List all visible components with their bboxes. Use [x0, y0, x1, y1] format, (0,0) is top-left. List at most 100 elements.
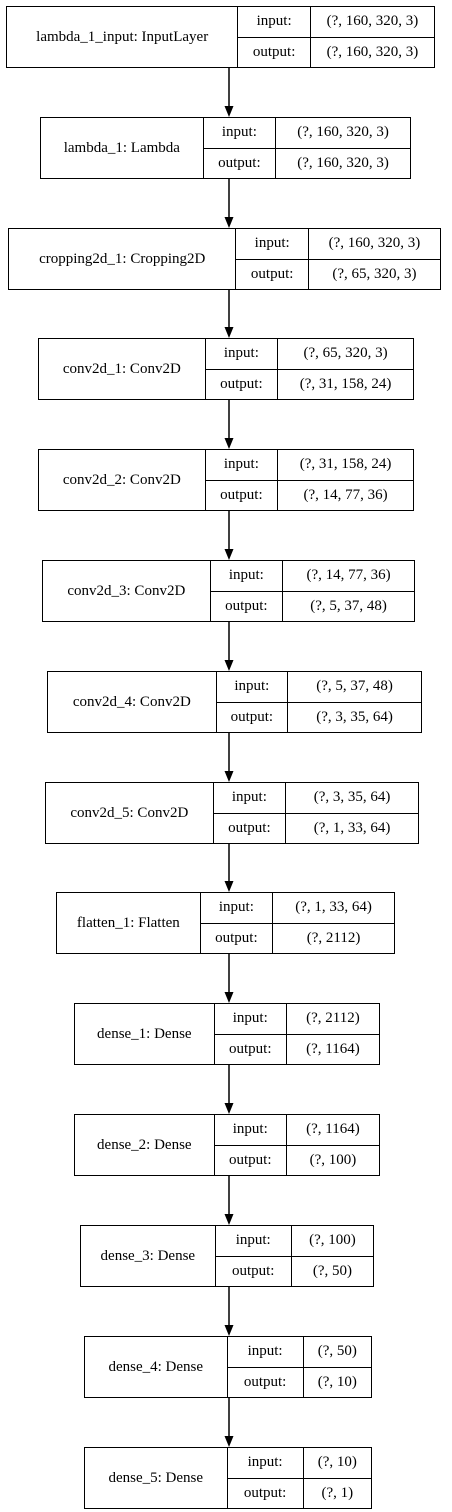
output-label: output: [220, 486, 263, 503]
output-shape: (?, 160, 320, 3) [326, 43, 419, 60]
output-label: output: [228, 819, 271, 836]
input-label: input: [227, 1448, 303, 1479]
shape-labels: input: output: [227, 1337, 304, 1397]
arrowhead-icon [224, 549, 234, 560]
layer-name: conv2d_5: Conv2D [46, 783, 214, 843]
output-shape: (?, 160, 320, 3) [297, 154, 389, 171]
input-label: input: [215, 1226, 291, 1257]
shape-labels: input: output: [213, 783, 287, 843]
output-label: output: [215, 929, 258, 946]
arrowhead-icon [224, 438, 234, 449]
arrowhead-icon [224, 771, 234, 782]
output-label: output: [243, 1373, 287, 1390]
shape-values: (?, 1, 33, 64)(?, 2112) [273, 893, 394, 953]
shape-labels: input: output: [214, 1004, 287, 1064]
input-shape: (?, 160, 320, 3) [308, 229, 440, 260]
input-label: input: [205, 339, 278, 370]
input-shape: (?, 10) [303, 1448, 371, 1479]
shape-labels: input: output: [205, 339, 279, 399]
input-shape: (?, 31, 158, 24) [278, 450, 413, 481]
shape-values: (?, 31, 158, 24) (?, 14, 77, 36) [278, 450, 413, 510]
arrowhead-icon [224, 1325, 234, 1336]
arrowhead-icon [224, 992, 234, 1003]
shape-values: (?, 1164) (?, 100) [286, 1115, 379, 1175]
input-shape: (?, 1164) [286, 1115, 379, 1146]
shape-labels: input:output: [203, 118, 277, 178]
input-label: input: [214, 1115, 286, 1146]
output-shape: (?, 100) [309, 1151, 357, 1168]
output-label: output: [250, 265, 294, 282]
layer-name: dense_1: Dense [75, 1004, 215, 1064]
output-label: output: [229, 1151, 272, 1168]
input-shape: (?, 50) [303, 1337, 371, 1368]
arrowhead-icon [224, 106, 234, 117]
output-label: output: [225, 597, 268, 614]
shape-values: (?, 160, 320, 3)(?, 160, 320, 3) [276, 118, 410, 178]
arrowhead-icon [224, 1436, 234, 1447]
output-shape: (?, 14, 77, 36) [303, 486, 388, 503]
shape-values: (?, 5, 37, 48) (?, 3, 35, 64) [288, 672, 421, 732]
output-shape: (?, 5, 37, 48) [310, 597, 387, 614]
input-shape: (?, 2112) [286, 1004, 379, 1035]
input-shape: (?, 5, 37, 48) [288, 672, 421, 703]
output-label: output: [243, 1484, 287, 1501]
input-shape: (?, 100) [291, 1226, 373, 1257]
output-label: output: [220, 375, 263, 392]
input-label: input: [227, 1337, 303, 1368]
shape-values: (?, 160, 320, 3)(?, 65, 320, 3) [308, 229, 440, 289]
output-shape: (?, 3, 35, 64) [316, 708, 393, 725]
shape-labels: input: output: [214, 1115, 287, 1175]
input-label: input: [210, 561, 283, 592]
layer-name: dense_5: Dense [85, 1448, 228, 1508]
input-shape: (?, 65, 320, 3) [278, 339, 413, 370]
layer-name: dense_4: Dense [85, 1337, 228, 1397]
output-shape: (?, 31, 158, 24) [299, 375, 392, 392]
input-label: input: [238, 7, 310, 38]
layer-name: conv2d_2: Conv2D [39, 450, 206, 510]
output-shape: (?, 10) [317, 1373, 357, 1390]
output-shape: (?, 1, 33, 64) [313, 819, 391, 836]
shape-values: (?, 160, 320, 3)(?, 160, 320, 3) [310, 7, 434, 67]
input-label: input: [236, 229, 308, 260]
layer-name: cropping2d_1: Cropping2D [9, 229, 237, 289]
input-label: input: [205, 450, 278, 481]
output-label: output: [229, 1040, 272, 1057]
layer-name: conv2d_4: Conv2D [48, 672, 217, 732]
arrowhead-icon [224, 1214, 234, 1225]
layer-name: lambda_1: Lambda [41, 118, 204, 178]
input-label: input: [203, 118, 276, 149]
layer-name: conv2d_3: Conv2D [43, 561, 211, 621]
layer-name: lambda_1_input: InputLayer [7, 7, 239, 67]
input-label: input: [200, 893, 273, 924]
input-label: input: [214, 1004, 286, 1035]
layer-name: dense_3: Dense [81, 1226, 216, 1286]
shape-labels: input: output: [200, 893, 274, 953]
shape-labels: input: output: [227, 1448, 304, 1508]
arrowhead-icon [224, 1103, 234, 1114]
layer-name: conv2d_1: Conv2D [39, 339, 206, 399]
output-shape: (?, 2112) [306, 929, 361, 946]
input-label: input: [216, 672, 288, 703]
shape-values: (?, 65, 320, 3) (?, 31, 158, 24) [278, 339, 413, 399]
shape-labels: input:output: [238, 7, 311, 67]
shape-labels: input: output: [210, 561, 284, 621]
input-label: input: [213, 783, 286, 814]
arrowhead-icon [224, 660, 234, 671]
shape-values: (?, 14, 77, 36)(?, 5, 37, 48) [283, 561, 414, 621]
layer-name: dense_2: Dense [75, 1115, 215, 1175]
layer-name: flatten_1: Flatten [57, 893, 201, 953]
output-shape: (?, 1) [321, 1484, 354, 1501]
